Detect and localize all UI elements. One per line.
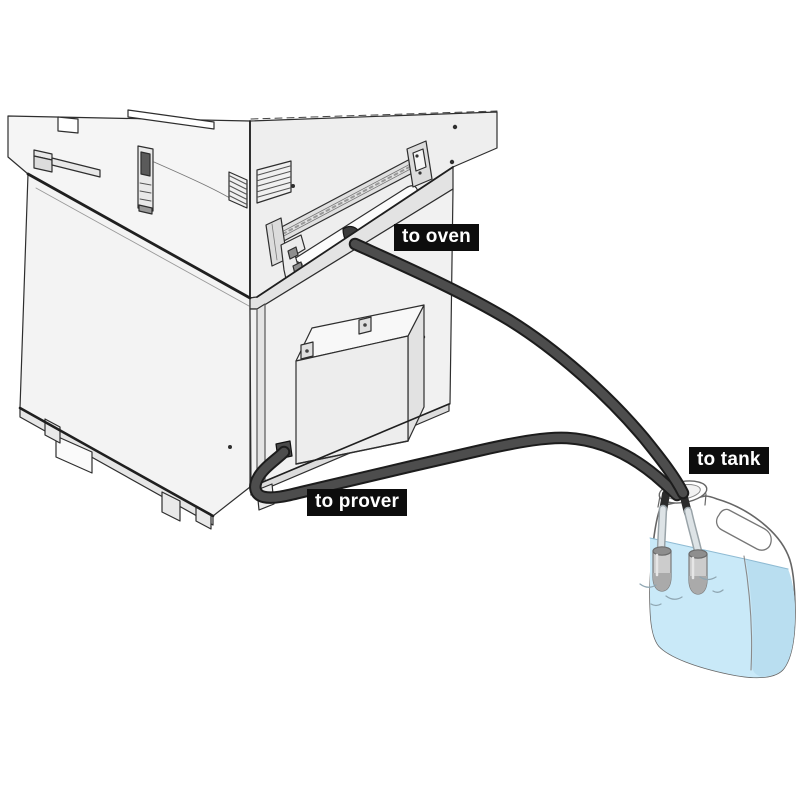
oven-water-tube [348,237,690,500]
electrical-junction-box [295,304,425,465]
label-to-oven: to oven [394,224,479,251]
tank-front-edge [743,555,753,671]
door-latch [137,145,154,215]
prover-water-tube [249,431,684,504]
water-tank [639,480,796,679]
label-to-tank: to tank [689,447,769,474]
suction-filter-left [652,546,672,592]
vent-grille-back [256,160,292,204]
suction-tubes [656,504,703,556]
rating-plate [55,435,93,474]
suction-filter-right [688,549,708,595]
water-ripples [639,576,724,607]
label-to-prover: to prover [307,489,408,516]
vent-grille-left [228,171,248,209]
tank-water-side-shade [746,560,795,677]
machine-edges [18,120,454,518]
machine-feet [44,418,212,530]
tank-handle [715,508,772,551]
